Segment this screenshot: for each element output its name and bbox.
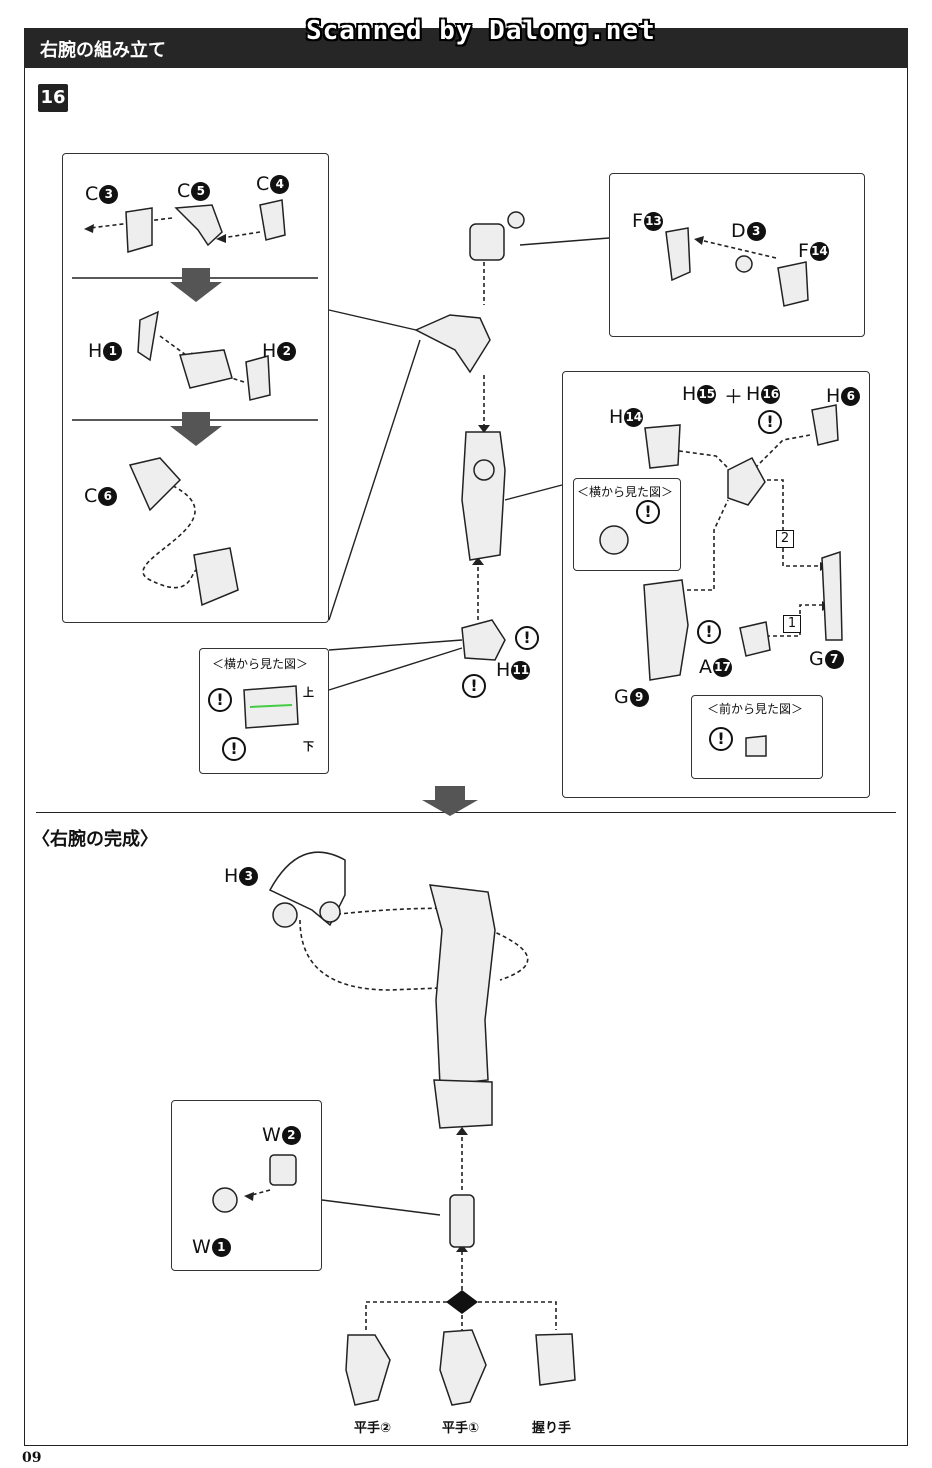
page-title: 右腕の組み立て: [40, 40, 166, 61]
caution-icon: !: [697, 620, 721, 644]
caution-icon: !: [222, 737, 246, 761]
caution-icon: !: [515, 626, 539, 650]
front-view-caption: ＜前から見た図＞: [707, 702, 804, 716]
caution-icon: !: [636, 500, 660, 524]
section-title: 〈右腕の完成〉: [32, 829, 158, 850]
detail-box-side-view-inner: [573, 478, 681, 571]
hand-label-flat-1: 平手①: [442, 1421, 480, 1436]
title-bar: 右腕の組み立て: [24, 28, 908, 68]
caution-icon: !: [462, 674, 486, 698]
watermark: Scanned by Dalong.net: [306, 16, 656, 46]
section-divider: [36, 812, 896, 813]
step-number: 16: [38, 84, 68, 112]
hand-label-grip: 握り手: [532, 1421, 572, 1436]
caution-icon: !: [208, 688, 232, 712]
side-view-caption: ＜横から見た図＞: [212, 657, 309, 671]
side-view-caption-inner: ＜横から見た図＞: [577, 485, 674, 499]
top-label: 上: [303, 686, 314, 699]
page-number: 09: [22, 1450, 42, 1466]
hand-label-flat-2: 平手②: [354, 1421, 392, 1436]
sequence-marker-2: 2: [776, 530, 794, 548]
caution-icon: !: [709, 727, 733, 751]
sequence-marker-1: 1: [783, 615, 801, 633]
bottom-label: 下: [303, 740, 314, 753]
caution-icon: !: [758, 410, 782, 434]
plus-sign: ＋: [724, 386, 744, 408]
